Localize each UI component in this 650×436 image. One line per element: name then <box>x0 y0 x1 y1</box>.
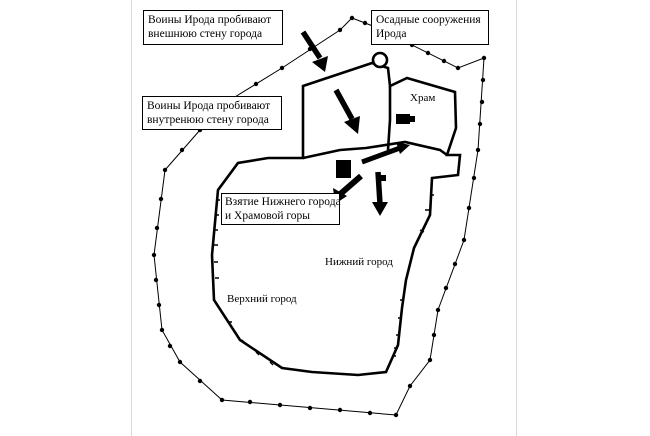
city-wall <box>210 61 462 377</box>
left-edge-line <box>131 0 132 436</box>
callout-inner-wall-line2: внутренюю стену города <box>147 114 269 126</box>
callout-siege-works-line2: Ирода <box>376 28 407 40</box>
callout-capture: Взятие Нижнего города и Храмовой горы <box>221 193 341 225</box>
right-edge-line <box>516 0 517 436</box>
callout-capture-line1: Взятие Нижнего города <box>225 196 341 208</box>
label-upper-city: Верхний город <box>227 293 297 305</box>
callout-siege-works: Осадные сооружения Ирода <box>371 10 489 45</box>
temple-building <box>396 114 410 124</box>
temple-building-wing <box>410 116 415 122</box>
antonia-tower <box>371 51 389 69</box>
callout-inner-wall-line1: Воины Ирода пробивают <box>147 100 271 112</box>
wall-towers <box>214 194 434 366</box>
callout-outer-wall-line1: Воины Ирода пробивают <box>148 14 272 26</box>
small-building <box>380 175 386 181</box>
callout-siege-works-line1: Осадные сооружения <box>376 14 481 26</box>
fortress-building <box>336 160 351 178</box>
label-lower-city: Нижний город <box>325 256 393 268</box>
callout-outer-wall: Воины Ирода пробивают внешнюю стену горо… <box>143 10 283 45</box>
callout-outer-wall-line2: внешнюю стену города <box>148 28 263 40</box>
temple-mount-wall <box>302 86 448 160</box>
callout-capture-line2: и Храмовой горы <box>225 210 311 222</box>
label-temple: Храм <box>410 92 436 104</box>
callout-inner-wall: Воины Ирода пробивают внутренюю стену го… <box>142 96 282 130</box>
attack-arrows <box>300 30 410 216</box>
